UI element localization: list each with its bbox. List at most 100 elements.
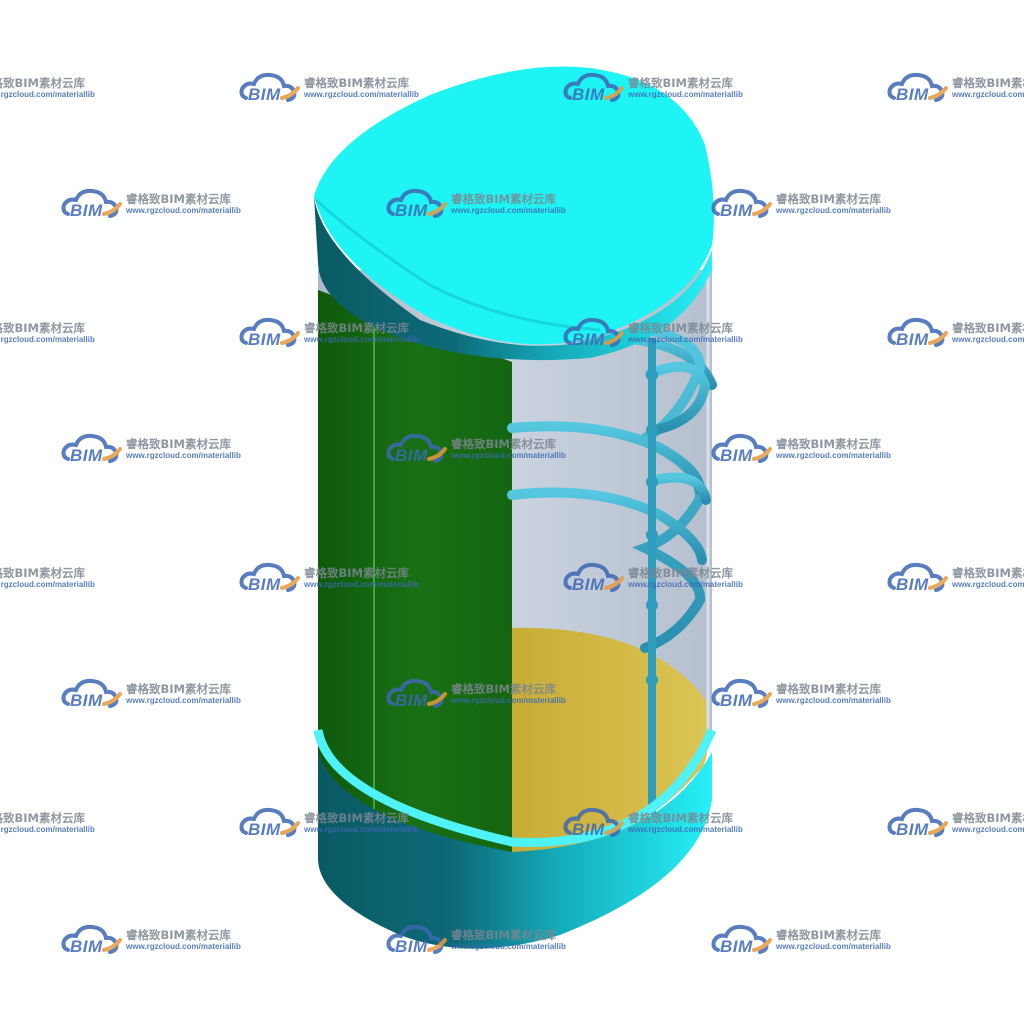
cloud-logo-icon (239, 562, 300, 592)
watermark-brand: 睿格致BIM素材云库 (126, 192, 231, 206)
watermark-url: www.rgzcloud.com/materiallib (628, 825, 743, 834)
watermark: BIM 睿格致BIM素材云库 www.rgzcloud.com/material… (238, 805, 428, 845)
watermark-badge: BIM (395, 937, 428, 956)
watermark-url: www.rgzcloud.com/materiallib (0, 335, 95, 344)
watermark-url: www.rgzcloud.com/materiallib (952, 580, 1024, 589)
watermark-url: www.rgzcloud.com/materiallib (304, 90, 419, 99)
watermark: BIM 睿格致BIM素材云库 www.rgzcloud.com/material… (710, 676, 900, 716)
watermark-badge: BIM (248, 820, 281, 839)
watermark-url: www.rgzcloud.com/materiallib (451, 942, 566, 951)
green-door-panel (318, 290, 512, 858)
watermark-url: www.rgzcloud.com/materiallib (776, 451, 891, 460)
watermark: BIM 睿格致BIM素材云库 www.rgzcloud.com/material… (562, 560, 752, 600)
cloud-logo-icon (61, 924, 122, 954)
watermark-url: www.rgzcloud.com/materiallib (628, 90, 743, 99)
watermark-brand: 睿格致BIM素材云库 (952, 76, 1024, 90)
watermark-badge: BIM (248, 85, 281, 104)
watermark: BIM 睿格致BIM素材云库 www.rgzcloud.com/material… (0, 560, 104, 600)
canopy-side (314, 196, 712, 361)
cloud-logo-icon (711, 678, 772, 708)
watermark: BIM 睿格致BIM素材云库 www.rgzcloud.com/material… (385, 676, 575, 716)
watermark: BIM 睿格致BIM素材云库 www.rgzcloud.com/material… (385, 431, 575, 471)
watermark: BIM 睿格致BIM素材云库 www.rgzcloud.com/material… (60, 186, 250, 226)
watermark-url: www.rgzcloud.com/materiallib (952, 825, 1024, 834)
watermark: BIM 睿格致BIM素材云库 www.rgzcloud.com/material… (562, 805, 752, 845)
cloud-logo-icon (386, 678, 447, 708)
watermark-badge: BIM (896, 820, 929, 839)
watermark-brand: 睿格致BIM素材云库 (0, 76, 85, 90)
canopy-shadow-edge (314, 198, 601, 332)
watermark-url: www.rgzcloud.com/materiallib (451, 696, 566, 705)
cloud-logo-icon (711, 433, 772, 463)
watermark-badge: BIM (572, 575, 605, 594)
watermark-brand: 睿格致BIM素材云库 (126, 437, 231, 451)
watermark-badge: BIM (896, 575, 929, 594)
watermark-url: www.rgzcloud.com/materiallib (952, 90, 1024, 99)
watermark-badge: BIM (720, 937, 753, 956)
cloud-logo-icon (563, 807, 624, 837)
watermark-badge: BIM (720, 446, 753, 465)
watermark-url: www.rgzcloud.com/materiallib (0, 825, 95, 834)
cloud-logo-icon (887, 72, 948, 102)
watermark-url: www.rgzcloud.com/materiallib (776, 206, 891, 215)
watermark-badge: BIM (248, 575, 281, 594)
watermark-url: www.rgzcloud.com/materiallib (304, 825, 419, 834)
watermark: BIM 睿格致BIM素材云库 www.rgzcloud.com/material… (238, 70, 428, 110)
watermark: BIM 睿格致BIM素材云库 www.rgzcloud.com/material… (0, 315, 104, 355)
watermark-brand: 睿格致BIM素材云库 (304, 76, 409, 90)
watermark-brand: 睿格致BIM素材云库 (451, 192, 556, 206)
watermark-url: www.rgzcloud.com/materiallib (126, 696, 241, 705)
watermark-url: www.rgzcloud.com/materiallib (126, 206, 241, 215)
watermark-badge: BIM (896, 330, 929, 349)
watermark-badge: BIM (70, 446, 103, 465)
cabin-canopy (314, 66, 714, 361)
watermark-url: www.rgzcloud.com/materiallib (776, 696, 891, 705)
cloud-logo-icon (386, 924, 447, 954)
cabin-base (318, 752, 712, 949)
watermark-brand: 睿格致BIM素材云库 (628, 76, 733, 90)
watermark-url: www.rgzcloud.com/materiallib (126, 451, 241, 460)
watermark-url: www.rgzcloud.com/materiallib (304, 580, 419, 589)
watermark-brand: 睿格致BIM素材云库 (0, 566, 85, 580)
watermark-brand: 睿格致BIM素材云库 (451, 682, 556, 696)
watermark-badge: BIM (395, 201, 428, 220)
cloud-logo-icon (887, 562, 948, 592)
watermark-url: www.rgzcloud.com/materiallib (776, 942, 891, 951)
cloud-logo-icon (711, 924, 772, 954)
spiral-handrail (507, 325, 717, 653)
watermark: BIM 睿格致BIM素材云库 www.rgzcloud.com/material… (710, 431, 900, 471)
cloud-logo-icon (61, 188, 122, 218)
watermark-brand: 睿格致BIM素材云库 (952, 321, 1024, 335)
cloud-logo-icon (711, 188, 772, 218)
watermark-badge: BIM (572, 820, 605, 839)
watermark-brand: 睿格致BIM素材云库 (776, 437, 881, 451)
cloud-logo-icon (563, 562, 624, 592)
watermark-url: www.rgzcloud.com/materiallib (0, 580, 95, 589)
watermark-badge: BIM (248, 330, 281, 349)
watermark: BIM 睿格致BIM素材云库 www.rgzcloud.com/material… (385, 186, 575, 226)
cloud-logo-icon (239, 807, 300, 837)
handrail-brackets (646, 369, 658, 686)
handrail-ring (507, 421, 705, 495)
watermark-badge: BIM (720, 691, 753, 710)
watermark-brand: 睿格致BIM素材云库 (451, 928, 556, 942)
floor-rim (313, 728, 717, 847)
cloud-logo-icon (61, 433, 122, 463)
watermark-brand: 睿格致BIM素材云库 (126, 928, 231, 942)
cloud-logo-icon (61, 678, 122, 708)
watermark: BIM 睿格致BIM素材云库 www.rgzcloud.com/material… (238, 315, 428, 355)
watermark-brand: 睿格致BIM素材云库 (0, 321, 85, 335)
watermark-brand: 睿格致BIM素材云库 (628, 566, 733, 580)
watermark: BIM 睿格致BIM素材云库 www.rgzcloud.com/material… (60, 676, 250, 716)
cloud-logo-icon (386, 433, 447, 463)
watermark-url: www.rgzcloud.com/materiallib (451, 206, 566, 215)
watermark-brand: 睿格致BIM素材云库 (304, 811, 409, 825)
watermark: BIM 睿格致BIM素材云库 www.rgzcloud.com/material… (886, 70, 1024, 110)
cloud-logo-icon (563, 72, 624, 102)
watermark: BIM 睿格致BIM素材云库 www.rgzcloud.com/material… (562, 70, 752, 110)
watermark-url: www.rgzcloud.com/materiallib (304, 335, 419, 344)
watermark: BIM 睿格致BIM素材云库 www.rgzcloud.com/material… (886, 805, 1024, 845)
watermark-brand: 睿格致BIM素材云库 (304, 321, 409, 335)
